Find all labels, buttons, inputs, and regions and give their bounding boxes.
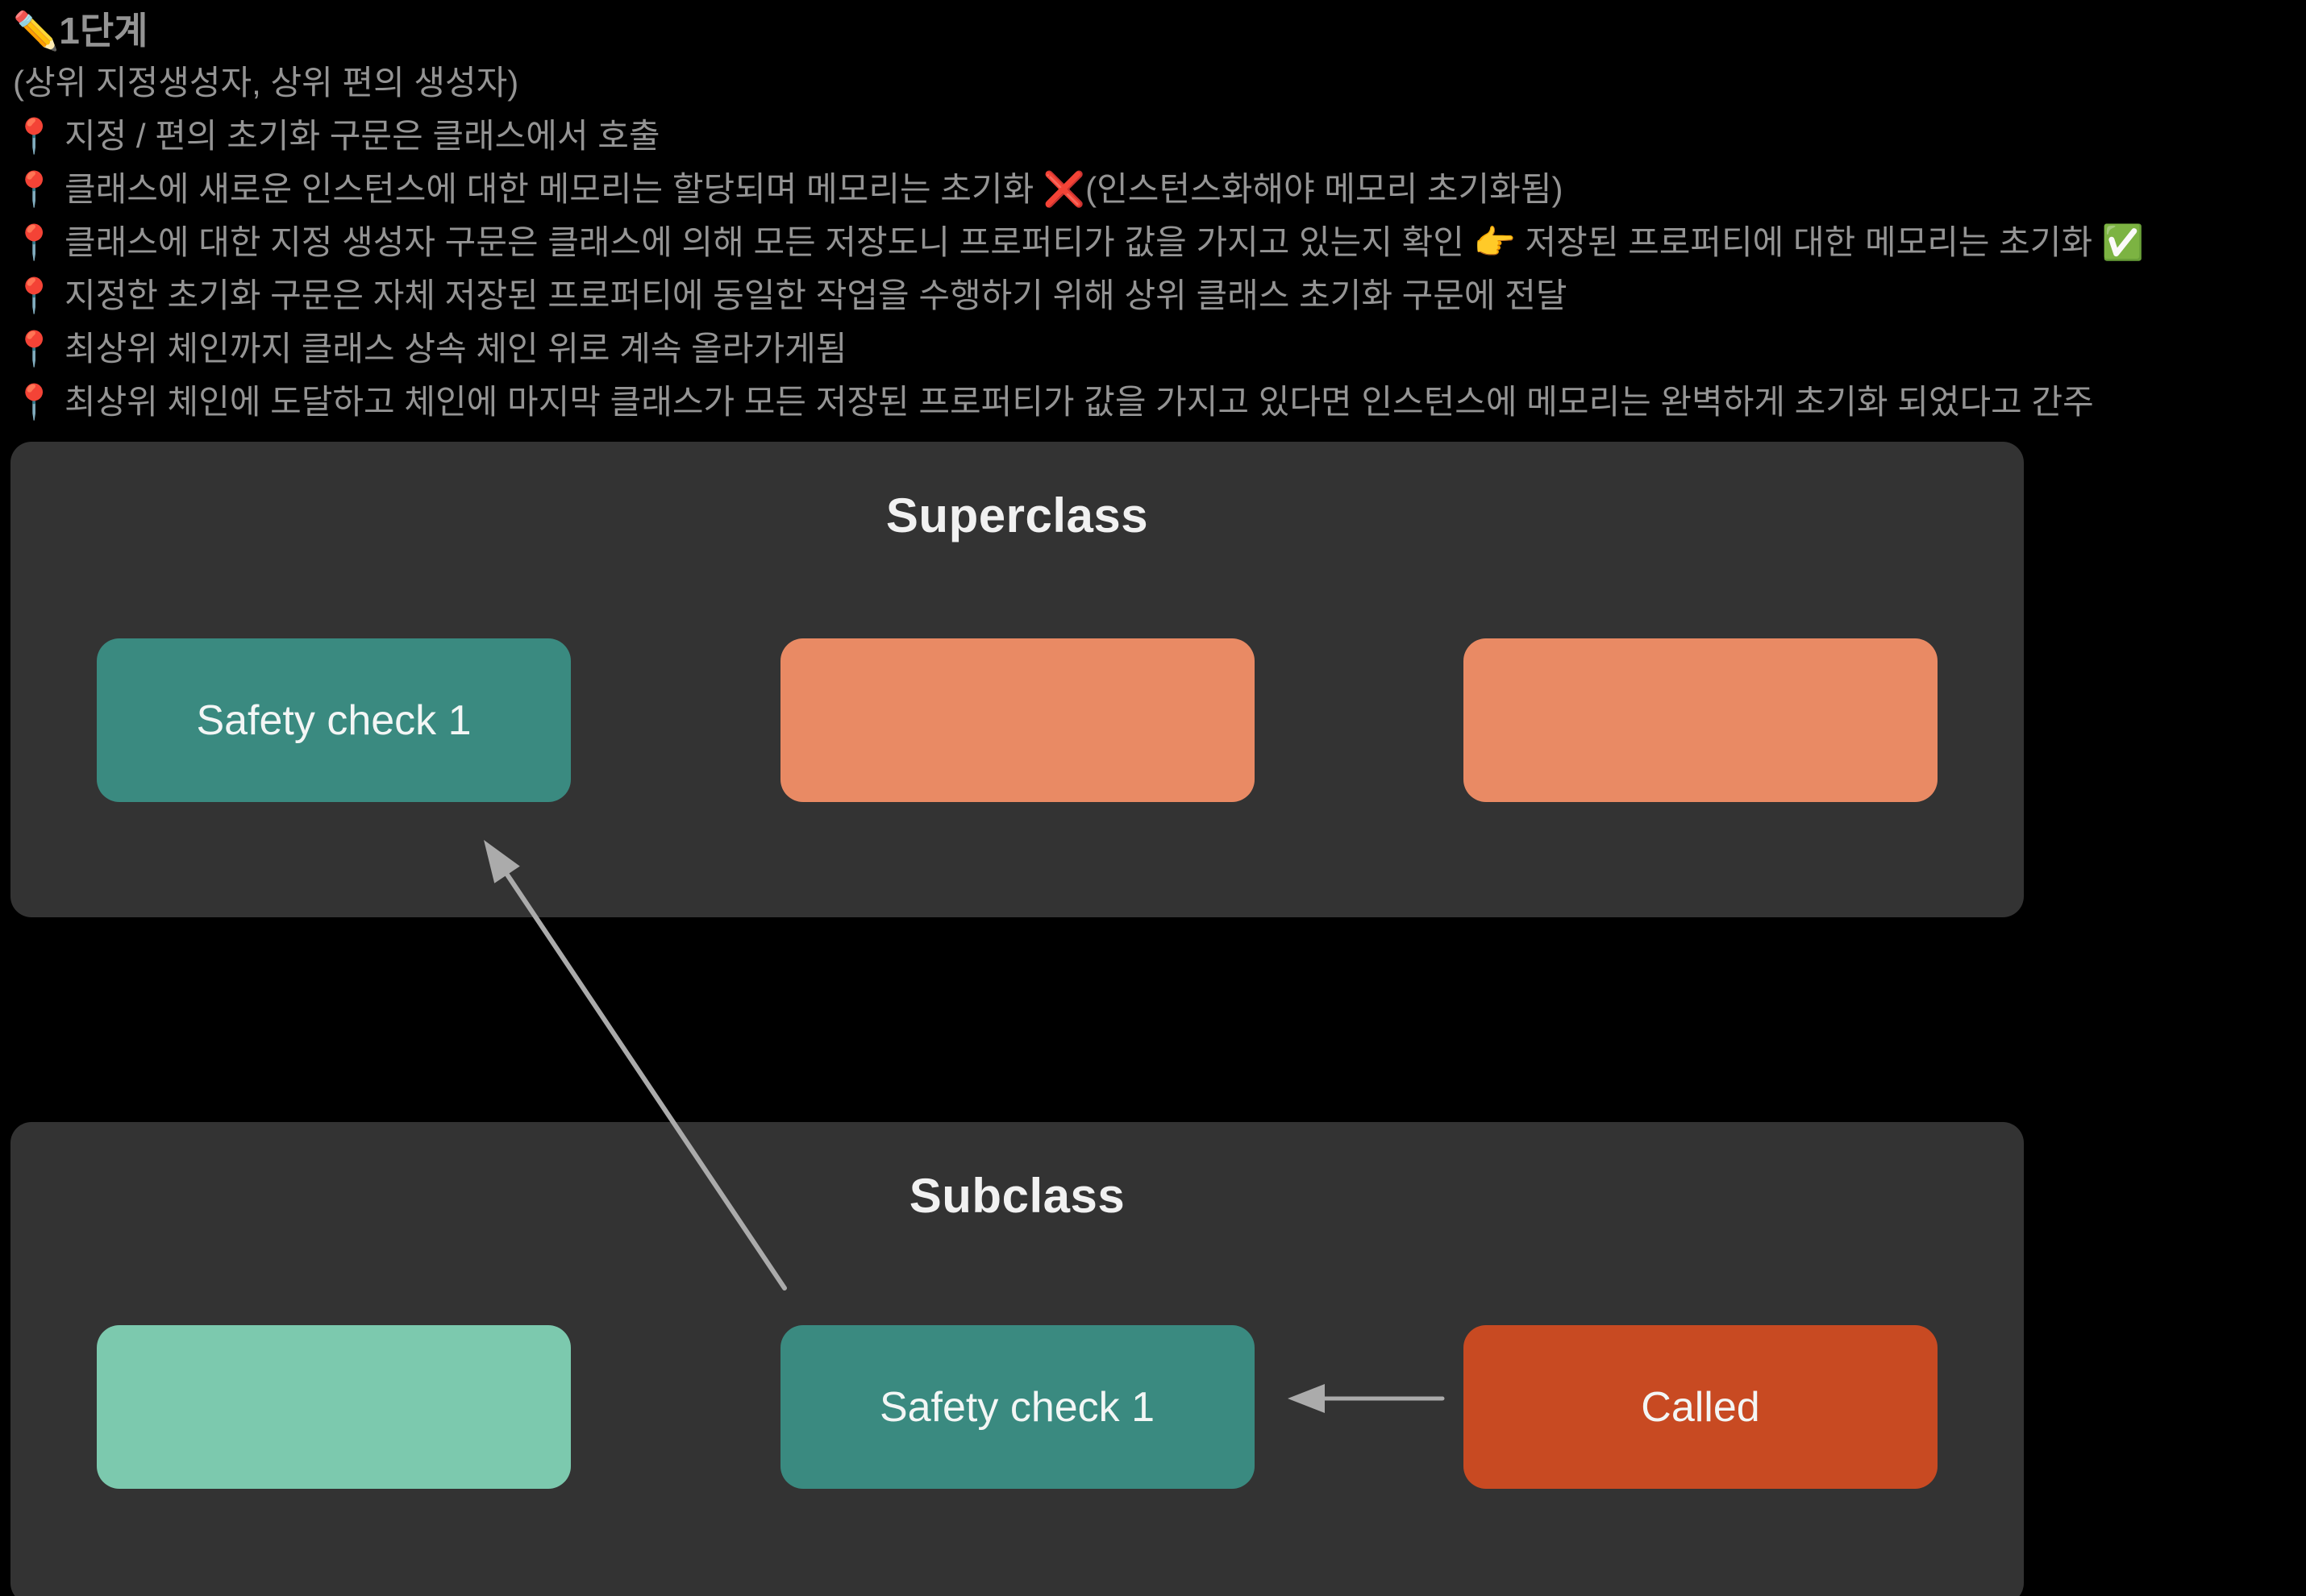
notes-block: ✏️1단계 (상위 지정생성자, 상위 편의 생성자) 📍 지정 / 편의 초기… xyxy=(13,5,2144,429)
note-line: 📍 클래스에 대한 지정 생성자 구문은 클래스에 의해 모든 저장도니 프로퍼… xyxy=(13,223,2145,261)
note-line: 📍 최상위 체인에 도달하고 체인에 마지막 클래스가 모든 저장된 프로퍼티가… xyxy=(13,383,2094,421)
superclass-box-row: Safety check 1 xyxy=(10,638,2024,802)
notes-heading: ✏️1단계 xyxy=(13,10,148,52)
called-box: Called xyxy=(1463,1325,1938,1489)
note-line: 📍 지정 / 편의 초기화 구문은 클래스에서 호출 xyxy=(13,117,660,155)
superclass-property-box-2 xyxy=(1463,638,1938,802)
subclass-safety-check-1-box: Safety check 1 xyxy=(780,1325,1255,1489)
superclass-property-box-1 xyxy=(780,638,1255,802)
note-line: 📍 클래스에 새로운 인스턴스에 대한 메모리는 할당되며 메모리는 초기화 ❌… xyxy=(13,170,1563,208)
subclass-panel: Subclass Safety check 1 Called xyxy=(10,1122,2024,1596)
superclass-safety-check-1-box: Safety check 1 xyxy=(97,638,571,802)
called-box-label: Called xyxy=(1641,1383,1760,1431)
subclass-safety-check-1-label: Safety check 1 xyxy=(879,1383,1155,1431)
superclass-safety-check-1-label: Safety check 1 xyxy=(196,696,472,744)
subclass-property-box xyxy=(97,1325,571,1489)
subclass-box-row: Safety check 1 Called xyxy=(10,1325,2024,1489)
note-line: (상위 지정생성자, 상위 편의 생성자) xyxy=(13,64,519,102)
note-line: 📍 지정한 초기화 구문은 자체 저장된 프로퍼티에 동일한 작업을 수행하기 … xyxy=(13,276,1567,314)
superclass-title: Superclass xyxy=(885,488,1149,542)
superclass-panel: Superclass Safety check 1 xyxy=(10,442,2024,917)
note-line: 📍 최상위 체인까지 클래스 상속 체인 위로 계속 올라가게됨 xyxy=(13,330,847,368)
subclass-title: Subclass xyxy=(909,1169,1126,1223)
